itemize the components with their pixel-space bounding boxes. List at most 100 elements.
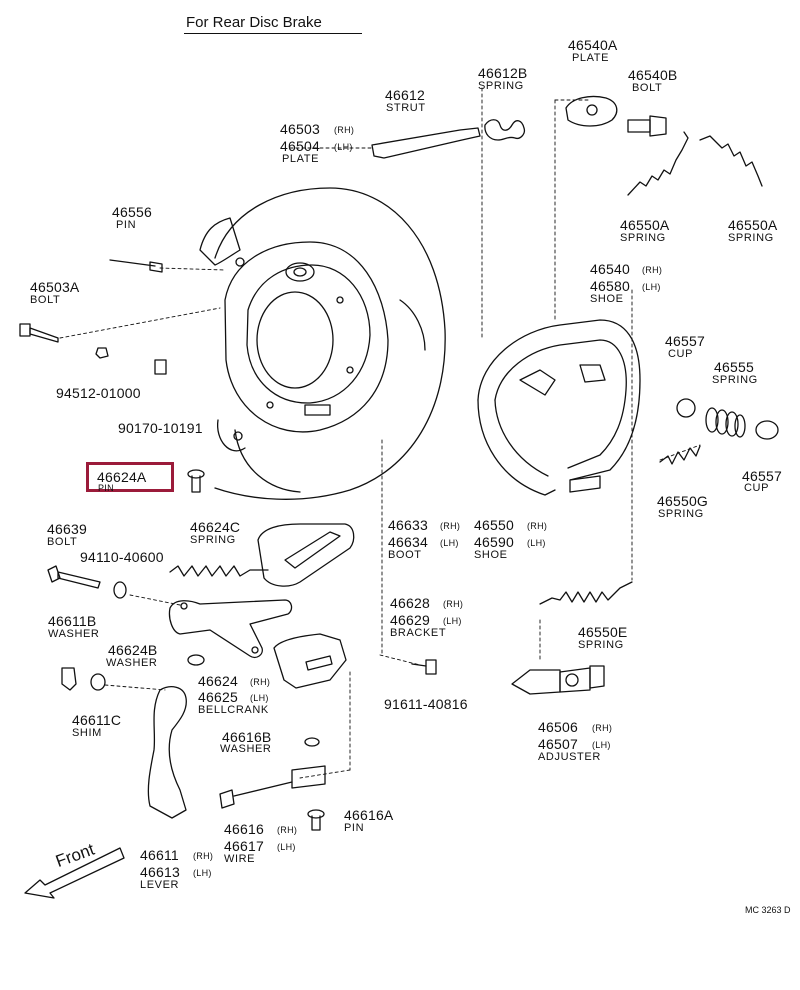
part-number-94110-40600: 94110-40600 — [80, 549, 164, 565]
backing-plate-drawing — [199, 187, 446, 500]
part-side-46580: (LH) — [642, 282, 661, 292]
part-desc-46557-lower: CUP — [744, 482, 770, 494]
part-desc-46624B: WASHER — [106, 657, 158, 669]
part-desc-46550A-right: SPRING — [728, 232, 774, 244]
part-desc-46628: BRACKET — [390, 627, 447, 639]
part-number-46616: 46616 — [224, 821, 264, 837]
part-number-46617: 46617 — [224, 838, 264, 854]
anchor-plate-hole — [586, 104, 598, 116]
part-desc-46611B: WASHER — [48, 628, 100, 640]
part-number-46616A: 46616A — [344, 807, 394, 823]
part-desc-46616B: WASHER — [220, 743, 272, 755]
part-number-46634: 46634 — [388, 534, 428, 550]
washer-46616B-drawing — [304, 737, 320, 747]
part-number-46625: 46625 — [198, 689, 238, 705]
part-number-46624C: 46624C — [190, 519, 241, 535]
part-number-46550A-right: 46550A — [728, 217, 778, 233]
part-number-46550: 46550 — [474, 517, 514, 533]
part-desc-46556: PIN — [116, 219, 137, 231]
strut-drawing — [371, 127, 481, 159]
part-desc-46624A: PIN — [98, 483, 114, 493]
part-desc-46550A-left: SPRING — [620, 232, 666, 244]
part-desc-46550: SHOE — [474, 549, 508, 561]
part-number-46556: 46556 — [112, 204, 152, 220]
part-desc-46624C: SPRING — [190, 534, 236, 546]
nut-94512-drawing — [95, 347, 109, 359]
part-number-46612B: 46612B — [478, 65, 528, 81]
part-number-46612: 46612 — [385, 87, 425, 103]
part-side-46613: (LH) — [193, 868, 212, 878]
spring-46550E-drawing — [539, 581, 633, 605]
part-desc-46550G: SPRING — [658, 508, 704, 520]
wire-drawing — [219, 765, 326, 809]
part-side-46616: (RH) — [277, 825, 298, 835]
part-side-46507: (LH) — [592, 740, 611, 750]
return-spring-right-drawing — [699, 135, 763, 187]
part-number-46628: 46628 — [390, 595, 430, 611]
part-desc-46633: BOOT — [388, 549, 422, 561]
part-side-46629: (LH) — [443, 616, 462, 626]
part-number-46557-lower: 46557 — [742, 468, 782, 484]
part-number-46503A: 46503A — [30, 279, 80, 295]
part-number-91611-40816: 91611-40816 — [384, 696, 468, 712]
part-number-46613: 46613 — [140, 864, 180, 880]
part-desc-46540A: PLATE — [572, 52, 610, 64]
nut-90170-drawing — [154, 359, 167, 375]
hold-down-spring-drawing — [705, 407, 746, 438]
part-number-46616B: 46616B — [222, 729, 272, 745]
part-desc-46639: BOLT — [47, 536, 78, 548]
pin-46624A-drawing — [187, 469, 205, 493]
spring-46624C-drawing — [169, 565, 269, 577]
lever-drawing — [147, 686, 187, 819]
part-number-46611B: 46611B — [48, 613, 97, 629]
part-number-46580: 46580 — [590, 278, 630, 294]
part-side-46628: (RH) — [443, 599, 464, 609]
bellcrank-drawing — [168, 599, 293, 659]
bolt-46503A-drawing — [19, 323, 59, 343]
title-underline — [184, 33, 362, 34]
part-side-46504: (LH) — [334, 142, 353, 152]
strut-spring-drawing — [484, 119, 526, 141]
bolt-46639-drawing — [47, 565, 101, 589]
part-number-46624B: 46624B — [108, 642, 158, 658]
part-side-46611: (RH) — [193, 851, 214, 861]
spring-46550G-drawing — [659, 445, 701, 465]
cup-lower-drawing — [755, 420, 779, 440]
part-number-46504: 46504 — [280, 138, 320, 154]
part-side-46506: (RH) — [592, 723, 613, 733]
part-desc-46624: BELLCRANK — [198, 704, 269, 716]
part-desc-46616: WIRE — [224, 853, 256, 865]
part-number-46629: 46629 — [390, 612, 430, 628]
part-number-46611C: 46611C — [72, 712, 122, 728]
part-desc-46612: STRUT — [386, 102, 426, 114]
adjuster-drawing — [511, 665, 605, 695]
shim-drawing — [90, 673, 106, 691]
highlight-box-46624A — [86, 462, 174, 492]
part-side-46634: (LH) — [440, 538, 459, 548]
part-desc-46616A: PIN — [344, 822, 365, 834]
front-arrow-icon — [24, 847, 125, 899]
part-side-46617: (LH) — [277, 842, 296, 852]
part-number-46624A: 46624A — [97, 469, 147, 485]
part-number-46550G: 46550G — [657, 493, 709, 509]
part-desc-46557-upper: CUP — [668, 348, 694, 360]
part-number-46540B: 46540B — [628, 67, 678, 83]
bolt-91611-drawing — [411, 659, 437, 675]
part-side-46540: (RH) — [642, 265, 663, 275]
part-side-46590: (LH) — [527, 538, 546, 548]
part-desc-46540B: BOLT — [632, 82, 663, 94]
part-desc-46611: LEVER — [140, 879, 180, 891]
part-side-46503: (RH) — [334, 125, 355, 135]
part-number-46557-upper: 46557 — [665, 333, 705, 349]
part-side-46633: (RH) — [440, 521, 461, 531]
part-number-46555: 46555 — [714, 359, 754, 375]
diagram-title: For Rear Disc Brake — [186, 14, 322, 31]
part-number-46550A-left: 46550A — [620, 217, 670, 233]
part-number-94512-01000: 94512-01000 — [56, 385, 141, 401]
part-number-46639: 46639 — [47, 521, 87, 537]
part-desc-46555: SPRING — [712, 374, 758, 386]
anchor-plate-drawing — [565, 95, 618, 127]
part-number-46540: 46540 — [590, 261, 630, 277]
pin-46556-drawing — [109, 259, 163, 273]
